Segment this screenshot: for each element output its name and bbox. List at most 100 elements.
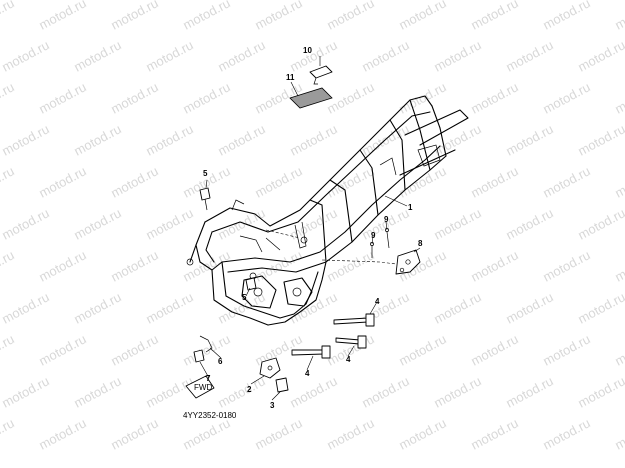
watermark-text: motod.ru (0, 163, 17, 200)
watermark-text: motod.ru (324, 0, 376, 33)
watermark-text: motod.ru (36, 247, 88, 284)
callout-9-right: 9 (384, 215, 389, 224)
callout-4-upper: 4 (375, 297, 380, 306)
watermark-text: motod.ru (612, 79, 625, 116)
plate-part-11[interactable] (289, 87, 333, 109)
bolt-part-5-upper[interactable] (199, 187, 211, 211)
watermark-text: motod.ru (215, 37, 267, 74)
clip-part-6[interactable] (199, 335, 213, 353)
watermark-text: motod.ru (215, 121, 267, 158)
watermark-text: motod.ru (108, 415, 160, 452)
watermark-text: motod.ru (108, 79, 160, 116)
watermark-text: motod.ru (468, 0, 520, 33)
fwd-arrow-icon: FWD (185, 375, 215, 399)
watermark-text: motod.ru (431, 205, 483, 242)
callout-4-middle: 4 (305, 369, 310, 378)
watermark-text: motod.ru (108, 0, 160, 33)
watermark-text: motod.ru (0, 121, 52, 158)
bolt-part-4-upper[interactable] (333, 313, 375, 327)
diagram-code: 4YY2352-0180 (183, 411, 237, 420)
watermark-text: motod.ru (108, 163, 160, 200)
watermark-text: motod.ru (143, 121, 195, 158)
callout-8: 8 (418, 239, 423, 248)
callout-2: 2 (247, 385, 252, 394)
bracket-part-2[interactable] (259, 357, 281, 379)
watermark-text: motod.ru (396, 415, 448, 452)
watermark-text: motod.ru (287, 289, 339, 326)
watermark-text: motod.ru (143, 289, 195, 326)
watermark-text: motod.ru (71, 373, 123, 410)
watermark-text: motod.ru (612, 331, 625, 368)
watermark-text: motod.ru (503, 205, 555, 242)
watermark-layer: motod.ru motod.ru motod.ru motod.ru motod.ru… (0, 0, 625, 453)
watermark-text: motod.ru (215, 373, 267, 410)
watermark-text: motod.ru (396, 79, 448, 116)
watermark-text: motod.ru (36, 0, 88, 33)
watermark-text: motod.ru (540, 331, 592, 368)
watermark-text: motod.ru (36, 79, 88, 116)
watermark-text: motod.ru (324, 415, 376, 452)
bolt-part-5-lower[interactable] (245, 277, 257, 291)
watermark-text: motod.ru (287, 121, 339, 158)
watermark-text: motod.ru (143, 205, 195, 242)
watermark-text: motod.ru (612, 247, 625, 284)
watermark-text: motod.ru (359, 37, 411, 74)
callout-4-lower: 4 (346, 355, 351, 364)
bolt-part-3[interactable] (275, 377, 289, 393)
callout-1: 1 (408, 203, 413, 212)
bracket-part-8[interactable] (395, 249, 421, 275)
bolt-part-7[interactable] (193, 349, 205, 363)
reference-line-5 (265, 229, 301, 239)
watermark-text: motod.ru (287, 373, 339, 410)
callout-11: 11 (286, 73, 295, 82)
watermark-text: motod.ru (503, 289, 555, 326)
watermark-text: motod.ru (612, 0, 625, 33)
watermark-text: motod.ru (468, 331, 520, 368)
watermark-text: motod.ru (396, 0, 448, 33)
bolt-part-9-right[interactable] (385, 228, 390, 249)
watermark-text: motod.ru (540, 163, 592, 200)
watermark-text: motod.ru (0, 331, 17, 368)
watermark-text: motod.ru (143, 373, 195, 410)
watermark-text: motod.ru (612, 163, 625, 200)
watermark-text: motod.ru (540, 247, 592, 284)
watermark-text: motod.ru (0, 415, 17, 452)
watermark-text: motod.ru (540, 415, 592, 452)
watermark-text: motod.ru (143, 37, 195, 74)
watermark-text: motod.ru (0, 0, 17, 33)
bracket-part-10[interactable] (309, 65, 333, 85)
bolt-part-4-middle[interactable] (291, 345, 331, 359)
watermark-text: motod.ru (0, 373, 52, 410)
watermark-text: motod.ru (71, 37, 123, 74)
callout-5-lower: 5 (242, 293, 247, 302)
bolt-part-4-lower[interactable] (335, 335, 367, 349)
watermark-text: motod.ru (612, 415, 625, 452)
watermark-text: motod.ru (468, 163, 520, 200)
watermark-text: motod.ru (71, 121, 123, 158)
watermark-text: motod.ru (431, 37, 483, 74)
watermark-text: motod.ru (180, 0, 232, 33)
watermark-text: motod.ru (468, 79, 520, 116)
watermark-text: motod.ru (252, 415, 304, 452)
watermark-text: motod.ru (540, 0, 592, 33)
main-frame[interactable] (186, 95, 469, 326)
watermark-text: motod.ru (359, 373, 411, 410)
watermark-text: motod.ru (0, 37, 52, 74)
watermark-text: motod.ru (431, 289, 483, 326)
watermark-text: motod.ru (503, 121, 555, 158)
watermark-text: motod.ru (0, 79, 17, 116)
watermark-text: motod.ru (575, 289, 625, 326)
watermark-text: motod.ru (108, 331, 160, 368)
callout-5-upper: 5 (203, 169, 208, 178)
watermark-text: motod.ru (180, 331, 232, 368)
watermark-text: motod.ru (180, 415, 232, 452)
callout-3: 3 (270, 401, 275, 410)
watermark-text: motod.ru (36, 163, 88, 200)
watermark-text: motod.ru (108, 247, 160, 284)
watermark-text: motod.ru (324, 247, 376, 284)
callout-9-left: 9 (371, 231, 376, 240)
watermark-text: motod.ru (36, 331, 88, 368)
watermark-text: motod.ru (0, 205, 52, 242)
watermark-text: motod.ru (71, 205, 123, 242)
